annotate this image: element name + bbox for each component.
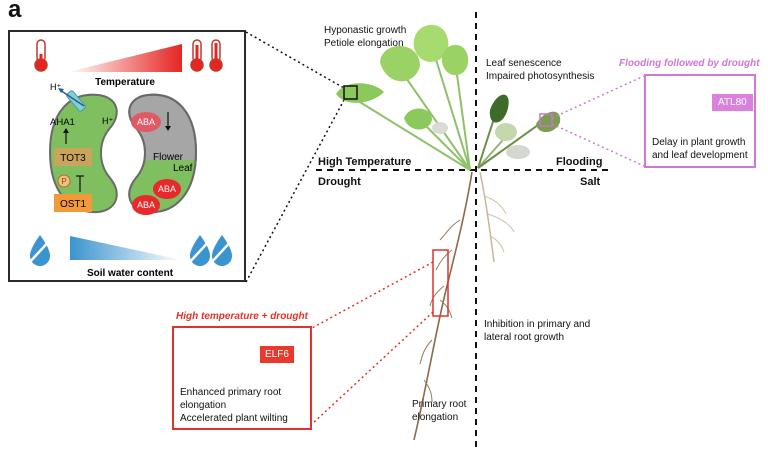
guard-cell-inset: Temperature H⁺ H⁺ AHA1 TOT3 P OST1 ABA (8, 30, 246, 282)
root-zoom-box (432, 249, 449, 317)
temperature-label: Temperature (95, 77, 155, 88)
up-arrow-icon (63, 128, 69, 133)
leaf-label: Leaf (173, 163, 193, 174)
soil-water-label: Soil water content (87, 268, 174, 279)
callout-line-top (245, 31, 345, 89)
aba-label-3: ABA (137, 200, 155, 210)
senescence-annotation: Leaf senescence Impaired photosynthesis (486, 57, 594, 83)
aba-label-2: ABA (158, 184, 176, 194)
annotation-line: Leaf senescence (486, 58, 562, 69)
heat-drought-title: High temperature + drought (176, 311, 308, 322)
heat-drought-desc: Enhanced primary root elongation Acceler… (180, 386, 288, 425)
thermometer-low-icon (34, 39, 48, 72)
annotation-line: lateral root growth (484, 332, 565, 343)
phosphate-badge (57, 174, 71, 188)
water-gradient (70, 236, 182, 260)
callout-line-bottom (245, 99, 345, 283)
desc-line: elongation (180, 400, 227, 411)
leaf-zoom-box (343, 85, 358, 100)
callout-line-flooding-top (551, 75, 645, 119)
flooding-drought-box: ATL80 Delay in plant growth and leaf dev… (644, 74, 756, 168)
annotation-line: Impaired photosynthesis (486, 71, 595, 82)
heat-drought-box: ELF6 Enhanced primary root elongation Ac… (172, 326, 312, 430)
roots-drought (413, 171, 473, 441)
water-drop-crossed-right-icon (187, 235, 235, 266)
annotation-line: Hyponastic growth (324, 25, 407, 36)
quadrant-flooding: Flooding (556, 156, 603, 168)
proton-arrow (59, 89, 85, 107)
h-plus-top-label: H⁺ (50, 82, 61, 92)
desc-line: Delay in plant growth (652, 137, 746, 148)
roots-salt (479, 171, 515, 263)
thermometer-high-icon (190, 39, 223, 72)
callout-line-flooding-bottom (551, 123, 645, 167)
flooding-drought-desc: Delay in plant growth and leaf developme… (652, 136, 748, 162)
inhibition-annotation: Inhibition in primary and lateral root g… (484, 318, 590, 344)
annotation-line: Inhibition in primary and (484, 319, 591, 330)
atl80-gene-label: ATL80 (712, 94, 753, 111)
annotation-line: Primary root (412, 399, 467, 410)
tot3-label: TOT3 (60, 153, 86, 164)
quadrant-drought: Drought (318, 176, 361, 188)
guard-cell-diagram: Temperature H⁺ H⁺ AHA1 TOT3 P OST1 ABA (27, 39, 235, 279)
panel-label: a (8, 0, 22, 23)
ost1-label: OST1 (60, 199, 87, 210)
aba-oval-1 (131, 112, 161, 132)
desc-line: Enhanced primary root (180, 387, 282, 398)
flooding-drought-title: Flooding followed by drought (619, 58, 760, 69)
quadrant-salt: Salt (580, 176, 601, 188)
flower-label: Flower (153, 152, 184, 163)
desc-line: Accelerated plant wilting (180, 413, 288, 424)
desc-line: and leaf development (652, 150, 748, 161)
aba-label-1: ABA (137, 117, 155, 127)
aha1-label: AHA1 (50, 117, 75, 128)
primary-root-annotation: Primary root elongation (412, 398, 466, 424)
flooding-zoom-box (539, 113, 553, 127)
water-drop-crossed-left-icon (27, 235, 53, 266)
hyponastic-annotation: Hyponastic growth Petiole elongation (324, 24, 406, 50)
callout-line-root-top (311, 261, 434, 329)
ost1-box (54, 194, 92, 212)
temperature-gradient (68, 44, 182, 72)
tot3-box (54, 148, 92, 166)
phosphate-label: P (61, 177, 66, 186)
h-plus-bottom-label: H⁺ (102, 116, 113, 126)
annotation-line: elongation (412, 412, 459, 423)
annotation-line: Petiole elongation (324, 38, 404, 49)
quadrant-high-temperature: High Temperature (318, 156, 412, 168)
elf6-gene-label: ELF6 (260, 346, 294, 363)
aba-oval-3 (132, 195, 160, 215)
aba-oval-2 (153, 179, 181, 199)
leaves-high-temperature (336, 24, 471, 171)
leaves-flooding (432, 94, 561, 169)
